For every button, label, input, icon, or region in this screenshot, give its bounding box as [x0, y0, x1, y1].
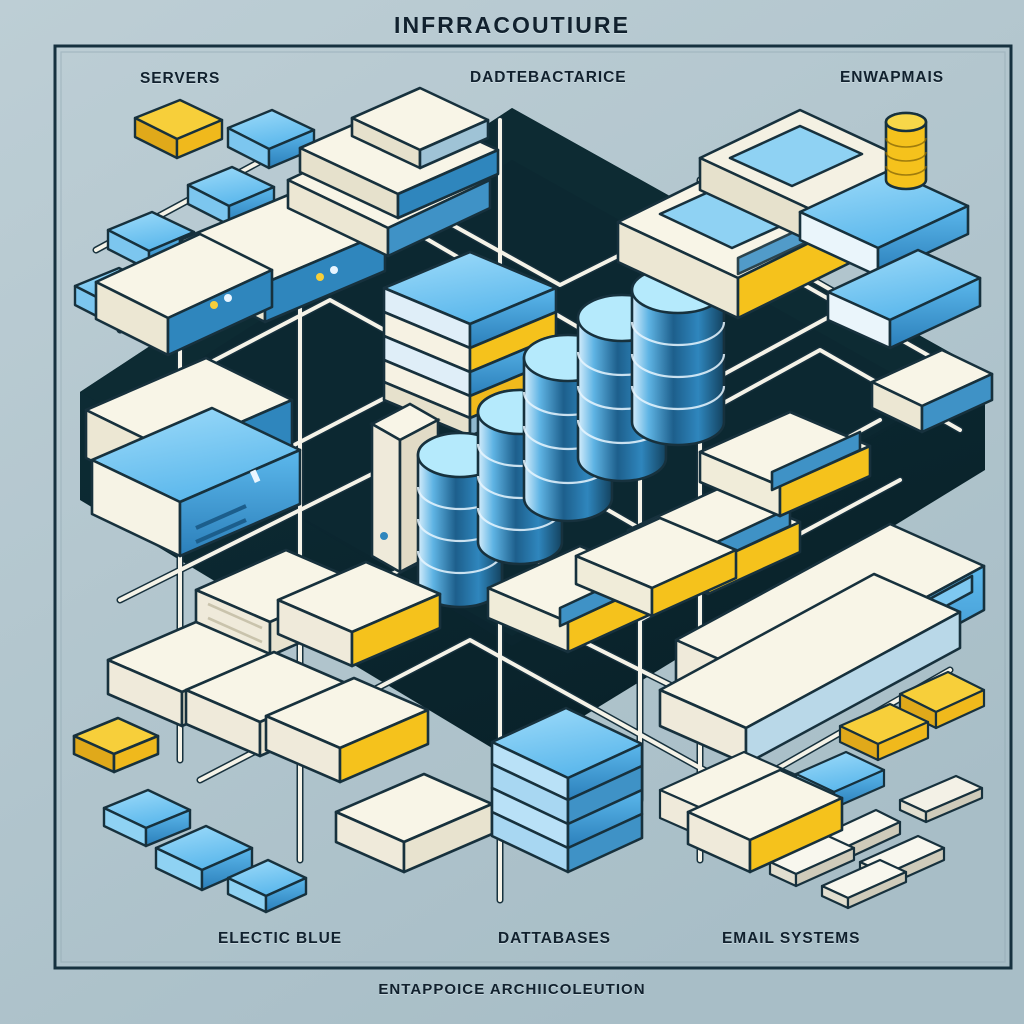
rack-unit-group-right-middle — [486, 410, 986, 766]
zone-label-databases-top: DADTEBACTARICE — [470, 69, 627, 86]
diagram-border-frame — [53, 44, 1013, 970]
zone-label-electric-blue: ELECTIC BLUE — [218, 930, 342, 947]
email-node-yellow-1 — [898, 670, 986, 730]
rack-unit-group-left — [84, 188, 387, 558]
rack-unit-right-cream — [870, 348, 994, 434]
email-node-white-5 — [898, 774, 984, 824]
stacked-rack-bottom-center — [490, 706, 644, 874]
zone-label-email-top: ENWAPMAIS — [840, 69, 944, 86]
email-node-yellow-2 — [838, 702, 930, 762]
rack-unit-bottom-right — [686, 768, 844, 874]
rack-unit-top-3 — [350, 86, 490, 170]
zone-label-databases: DATTABASES — [498, 930, 611, 947]
blue-node-bl-1 — [102, 788, 192, 848]
yellow-node-lower-left — [72, 716, 160, 774]
zone-label-servers: SERVERS — [140, 70, 221, 87]
blue-node-bl-2 — [154, 824, 254, 892]
yellow-unit-4 — [574, 516, 738, 618]
blue-node-bl-3 — [226, 858, 308, 914]
rack-unit-blue-large — [90, 406, 302, 558]
rack-unit-group-lower-left — [72, 548, 494, 874]
server-node-yellow — [133, 98, 224, 160]
lower-rack-6 — [334, 772, 494, 874]
rack-unit-cream-2 — [94, 232, 274, 357]
storage-cylinder-yellow-icon — [884, 111, 928, 191]
email-node-white-3 — [768, 834, 856, 888]
database-cylinder-group — [369, 265, 726, 609]
lower-rack-2 — [276, 560, 442, 668]
zone-label-email-systems: EMAIL SYSTEMS — [722, 930, 861, 947]
server-node-blue-1 — [226, 108, 316, 170]
rack-unit-group-top-middle — [286, 86, 500, 258]
diagram-border-inner — [60, 51, 1006, 963]
rack-unit-group-right-top — [616, 108, 994, 434]
yellow-unit-2 — [698, 410, 872, 518]
node-group-electric-blue — [102, 788, 308, 914]
email-node-white-4 — [820, 858, 908, 910]
lower-rack-5 — [264, 676, 430, 784]
diagram-caption: ENTAPPOICE ARCHIICOLEUTION — [378, 981, 646, 998]
page-title: INFRRACOUTIURE — [394, 12, 630, 38]
rack-unit-right-blue-2 — [826, 248, 982, 350]
